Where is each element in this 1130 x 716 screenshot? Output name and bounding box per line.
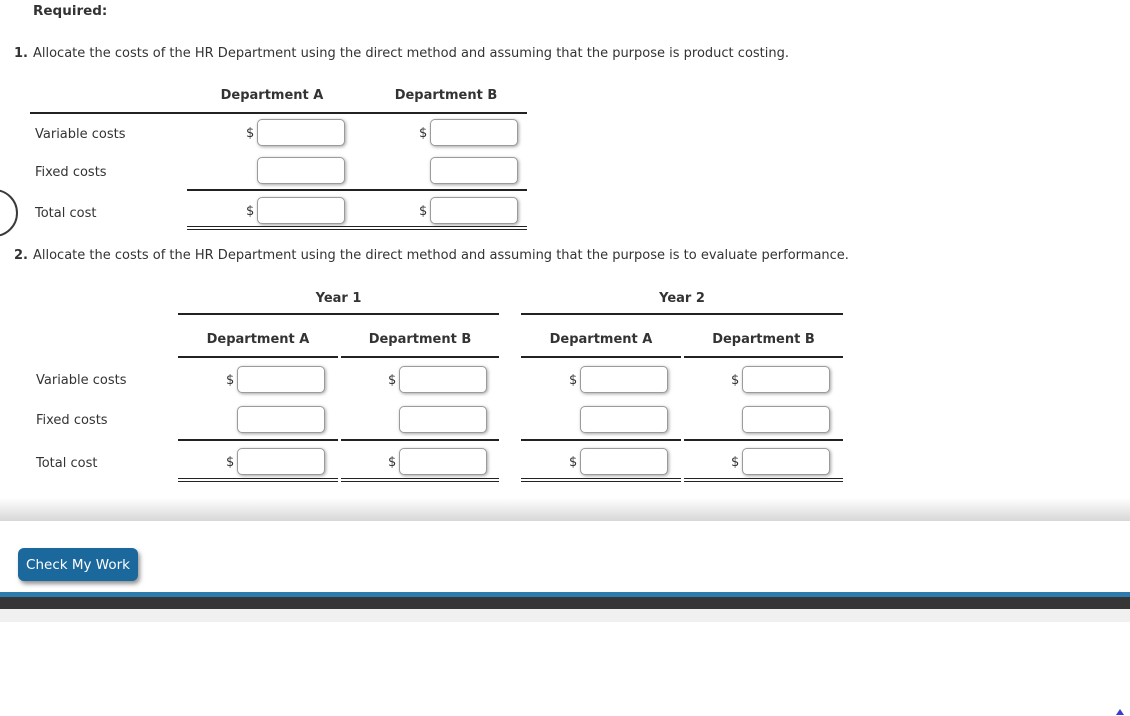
t2-total-cost-y1-dept-a-input[interactable] — [237, 448, 325, 475]
dollar-sign: $ — [226, 455, 235, 470]
t2-fixed-costs-y2-dept-b-input[interactable] — [742, 406, 830, 433]
t2-year1-rule — [178, 313, 499, 315]
t2-total-cost-y2-dept-b-input[interactable] — [742, 448, 830, 475]
t2-column-header-y2-department-a: Department A — [549, 332, 653, 347]
t2-total-cost-y1-dept-b-input[interactable] — [399, 448, 487, 475]
content-bottom-shadow — [0, 498, 1130, 521]
t2-variable-costs-y1-dept-a-input[interactable] — [237, 366, 325, 393]
t2-column-header-y1-department-b: Department B — [368, 332, 472, 347]
dollar-sign: $ — [388, 373, 397, 388]
page-edge-arc-decoration — [0, 189, 18, 237]
dollar-sign: $ — [731, 455, 740, 470]
dollar-sign: $ — [226, 373, 235, 388]
t2-variable-costs-y2-dept-a-input[interactable] — [580, 366, 668, 393]
t1-total-cost-dept-b-input[interactable] — [430, 197, 518, 224]
t2-subtotal-rule — [684, 439, 843, 441]
question-2: 2. Allocate the costs of the HR Departmen… — [14, 248, 849, 263]
dollar-sign: $ — [569, 373, 578, 388]
t2-total-double-rule — [684, 478, 843, 482]
t2-header-rule — [521, 356, 681, 358]
t1-total-cost-dept-a-input[interactable] — [257, 197, 345, 224]
footer-gray-strip — [0, 609, 1130, 622]
t2-total-double-rule — [521, 478, 681, 482]
check-my-work-button[interactable]: Check My Work — [18, 548, 138, 581]
t1-fixed-costs-dept-a-input[interactable] — [257, 157, 345, 184]
t2-column-header-y2-department-b: Department B — [712, 332, 815, 347]
t1-total-double-rule — [187, 226, 527, 230]
t2-fixed-costs-y1-dept-b-input[interactable] — [399, 406, 487, 433]
dollar-sign: $ — [731, 373, 740, 388]
t2-year1-header: Year 1 — [315, 291, 362, 306]
question-1-text: Allocate the costs of the HR Department … — [32, 46, 789, 61]
t1-row-label-total-cost: Total cost — [35, 206, 97, 221]
dollar-sign: $ — [246, 126, 255, 141]
footer-blue-bar — [0, 592, 1130, 597]
t2-subtotal-rule — [521, 439, 681, 441]
required-heading: Required: — [33, 3, 108, 19]
t2-row-label-total-cost: Total cost — [36, 456, 98, 471]
dollar-sign: $ — [419, 126, 428, 141]
t2-variable-costs-y2-dept-b-input[interactable] — [742, 366, 830, 393]
t1-row-label-variable-costs: Variable costs — [35, 127, 126, 142]
t2-total-cost-y2-dept-a-input[interactable] — [580, 448, 668, 475]
t2-year2-header: Year 2 — [659, 291, 705, 306]
t2-header-rule — [341, 356, 499, 358]
t1-variable-costs-dept-b-input[interactable] — [430, 119, 518, 146]
t2-header-rule — [178, 356, 338, 358]
t1-column-header-department-b: Department B — [394, 88, 498, 103]
question-1: 1. Allocate the costs of the HR Departmen… — [14, 46, 789, 61]
t1-variable-costs-dept-a-input[interactable] — [257, 119, 345, 146]
scroll-corner-icon — [1116, 709, 1124, 715]
t2-total-double-rule — [341, 478, 499, 482]
question-2-number: 2. — [14, 248, 28, 263]
t2-total-double-rule — [178, 478, 338, 482]
t1-fixed-costs-dept-b-input[interactable] — [430, 157, 518, 184]
t2-subtotal-rule — [178, 439, 338, 441]
t2-fixed-costs-y1-dept-a-input[interactable] — [237, 406, 325, 433]
t2-variable-costs-y1-dept-b-input[interactable] — [399, 366, 487, 393]
t1-subtotal-rule — [187, 189, 527, 191]
dollar-sign: $ — [419, 204, 428, 219]
t1-column-header-department-a: Department A — [220, 88, 324, 103]
t2-column-header-y1-department-a: Department A — [206, 332, 310, 347]
t2-header-rule — [684, 356, 843, 358]
question-1-number: 1. — [14, 46, 28, 61]
t1-header-rule — [30, 112, 527, 114]
dollar-sign: $ — [388, 455, 397, 470]
t2-year2-rule — [521, 313, 843, 315]
t1-row-label-fixed-costs: Fixed costs — [35, 165, 107, 180]
t2-subtotal-rule — [341, 439, 499, 441]
t2-fixed-costs-y2-dept-a-input[interactable] — [580, 406, 668, 433]
t2-row-label-variable-costs: Variable costs — [36, 373, 127, 388]
dollar-sign: $ — [246, 204, 255, 219]
t2-row-label-fixed-costs: Fixed costs — [36, 413, 108, 428]
question-2-text: Allocate the costs of the HR Department … — [32, 248, 849, 263]
dollar-sign: $ — [569, 455, 578, 470]
footer-dark-bar — [0, 597, 1130, 609]
